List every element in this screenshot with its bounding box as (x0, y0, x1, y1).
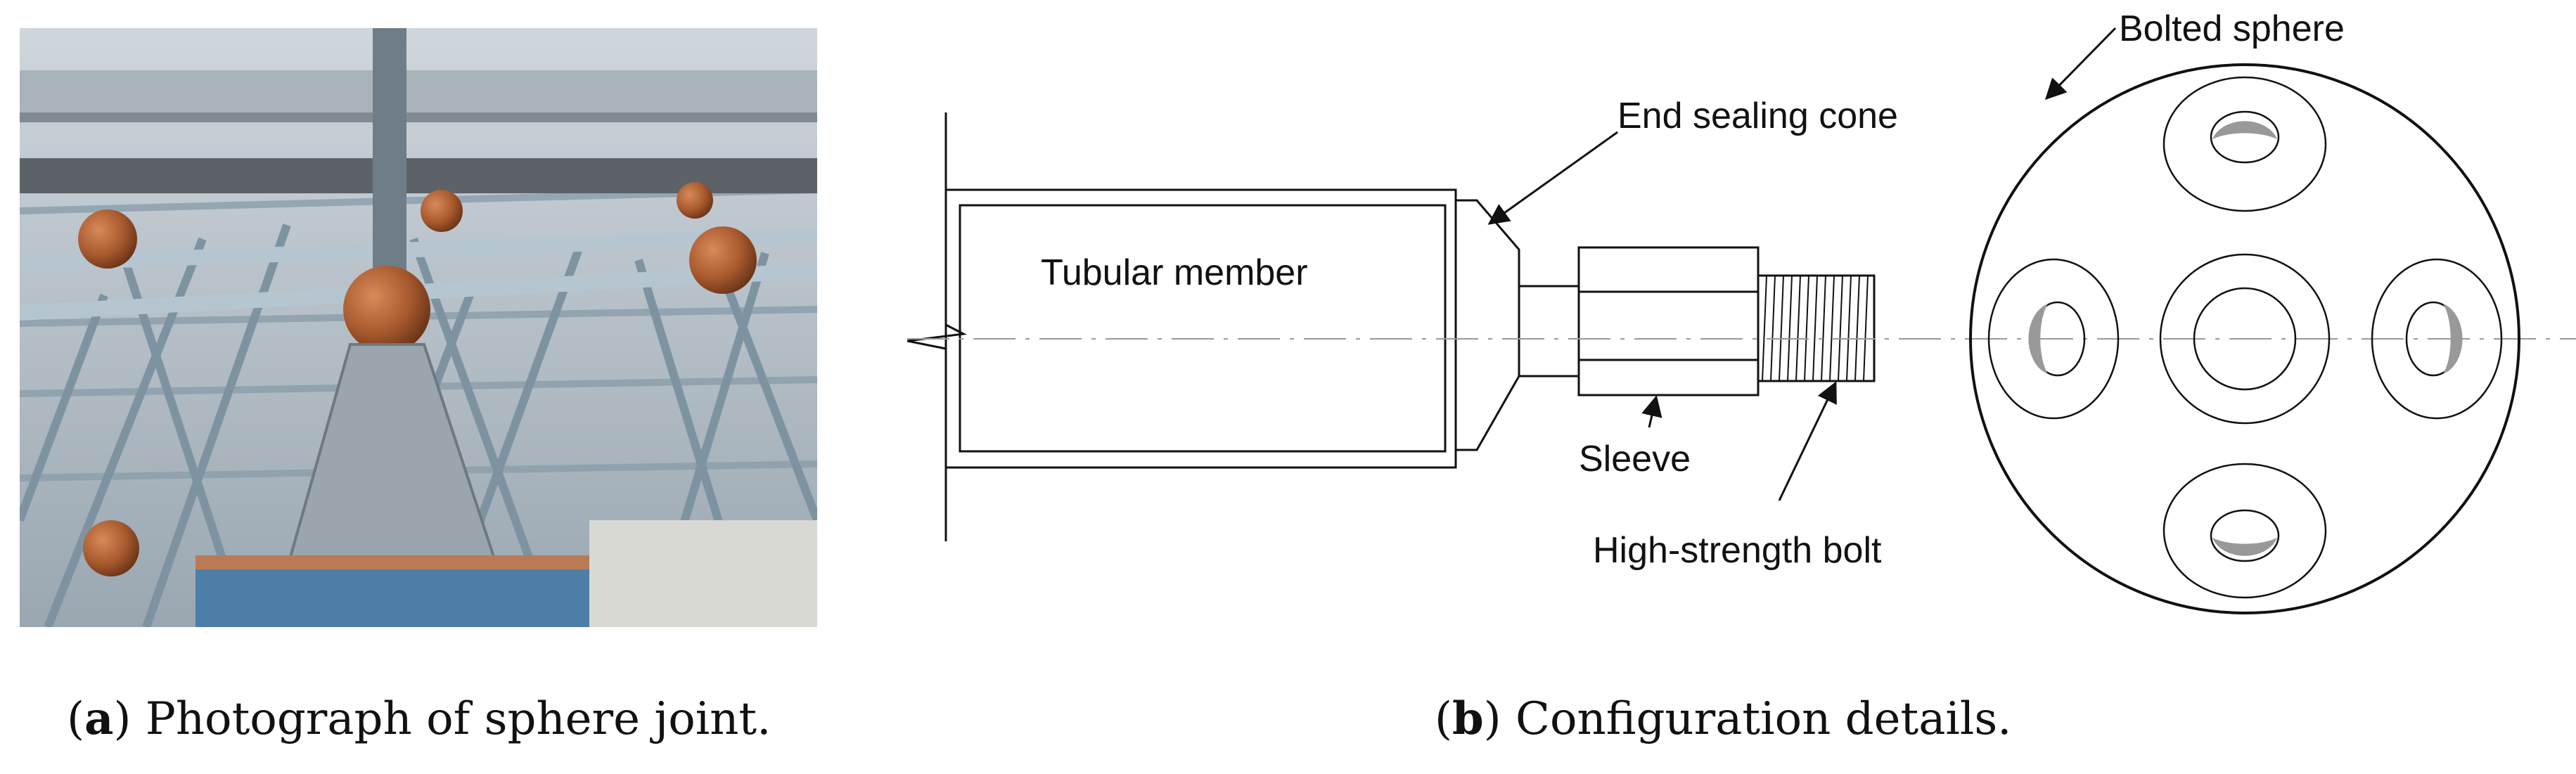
tubular-member-outer (944, 188, 1457, 469)
break-mark (907, 323, 967, 350)
caption-a-text: Photograph of sphere joint. (145, 693, 771, 745)
caption-b-tag: b (1452, 692, 1484, 745)
label-tubular-member: Tubular member (1041, 252, 1308, 293)
sphere-hole-center (2159, 253, 2331, 425)
sphere-hole-top (2162, 76, 2327, 212)
tubular-member-inner (959, 204, 1447, 453)
sphere-hole-bottom (2162, 463, 2327, 599)
bolted-sphere (1969, 63, 2520, 614)
sleeve (1577, 246, 1760, 396)
caption-a-tag: a (84, 692, 114, 745)
cone-neck (1518, 285, 1580, 378)
end-sealing-cone (1454, 199, 1520, 451)
leader-bolted-sphere (2044, 27, 2117, 101)
label-high-strength-bolt: High-strength bolt (1593, 530, 1882, 571)
caption-b-text: Configuration details. (1516, 693, 2012, 745)
sphere-joint-photograph (20, 28, 817, 627)
label-bolted-sphere: Bolted sphere (2119, 8, 2345, 49)
configuration-diagram: Bolted sphere End sealing cone Tubular m… (907, 8, 2576, 614)
sphere-hole-left (1987, 258, 2120, 420)
leader-high-strength-bolt (1778, 381, 1837, 501)
bolt-thread (1762, 275, 1869, 382)
label-sleeve: Sleeve (1579, 439, 1691, 479)
leader-end-sealing-cone (1487, 131, 1618, 225)
high-strength-bolt (1757, 274, 1876, 382)
caption-b: (b) Configuration details. (1435, 692, 2012, 745)
caption-a: (a) Photograph of sphere joint. (67, 692, 771, 745)
sphere-hole-right (2371, 258, 2503, 420)
label-end-sealing-cone: End sealing cone (1617, 96, 1898, 136)
leader-sleeve (1641, 395, 1662, 428)
